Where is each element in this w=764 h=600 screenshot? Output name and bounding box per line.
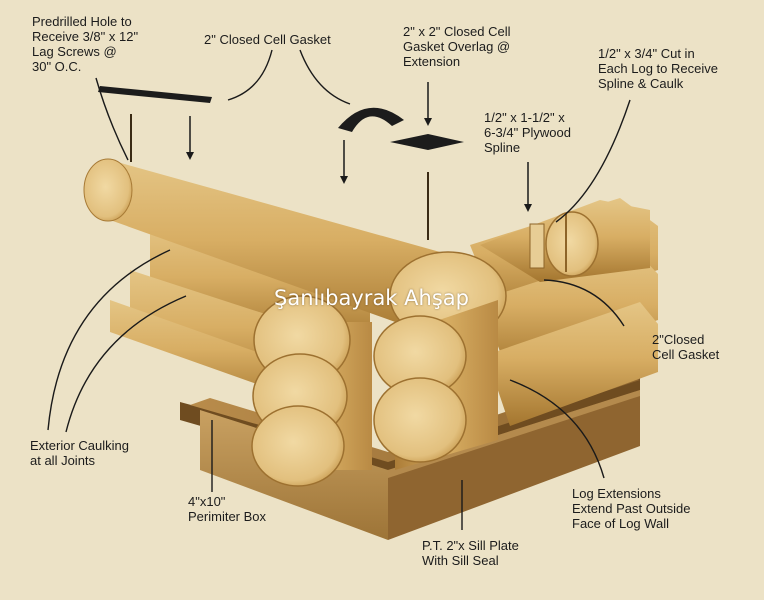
label-exterior-caulking: Exterior Caulking at all Joints xyxy=(30,438,129,468)
label-log-extensions: Log Extensions Extend Past Outside Face … xyxy=(572,486,691,531)
label-closed-cell-gasket-right: 2"Closed Cell Gasket xyxy=(652,332,720,362)
label-plywood-spline: 1/2" x 1-1/2" x 6-3/4" Plywood Spline xyxy=(484,110,571,155)
corner-log-ends-left xyxy=(251,295,372,487)
label-perimeter-box: 4"x10" Perimiter Box xyxy=(188,494,267,524)
label-closed-cell-gasket-top: 2" Closed Cell Gasket xyxy=(204,32,331,47)
label-sill-plate: P.T. 2"x Sill Plate With Sill Seal xyxy=(422,538,519,568)
exploded-components xyxy=(98,82,532,240)
cut-log-with-spline xyxy=(480,200,650,282)
label-predrilled-hole: Predrilled Hole to Receive 3/8" x 12" La… xyxy=(32,14,139,74)
leader-lines xyxy=(47,49,631,530)
watermark: Şanlıbayrak Ahşap xyxy=(274,286,469,310)
label-gasket-overlap: 2" x 2" Closed Cell Gasket Overlag @ Ext… xyxy=(403,24,511,69)
corner-log-ends-right xyxy=(373,300,498,470)
label-cut-in-log: 1/2" x 3/4" Cut in Each Log to Receive S… xyxy=(598,46,718,91)
